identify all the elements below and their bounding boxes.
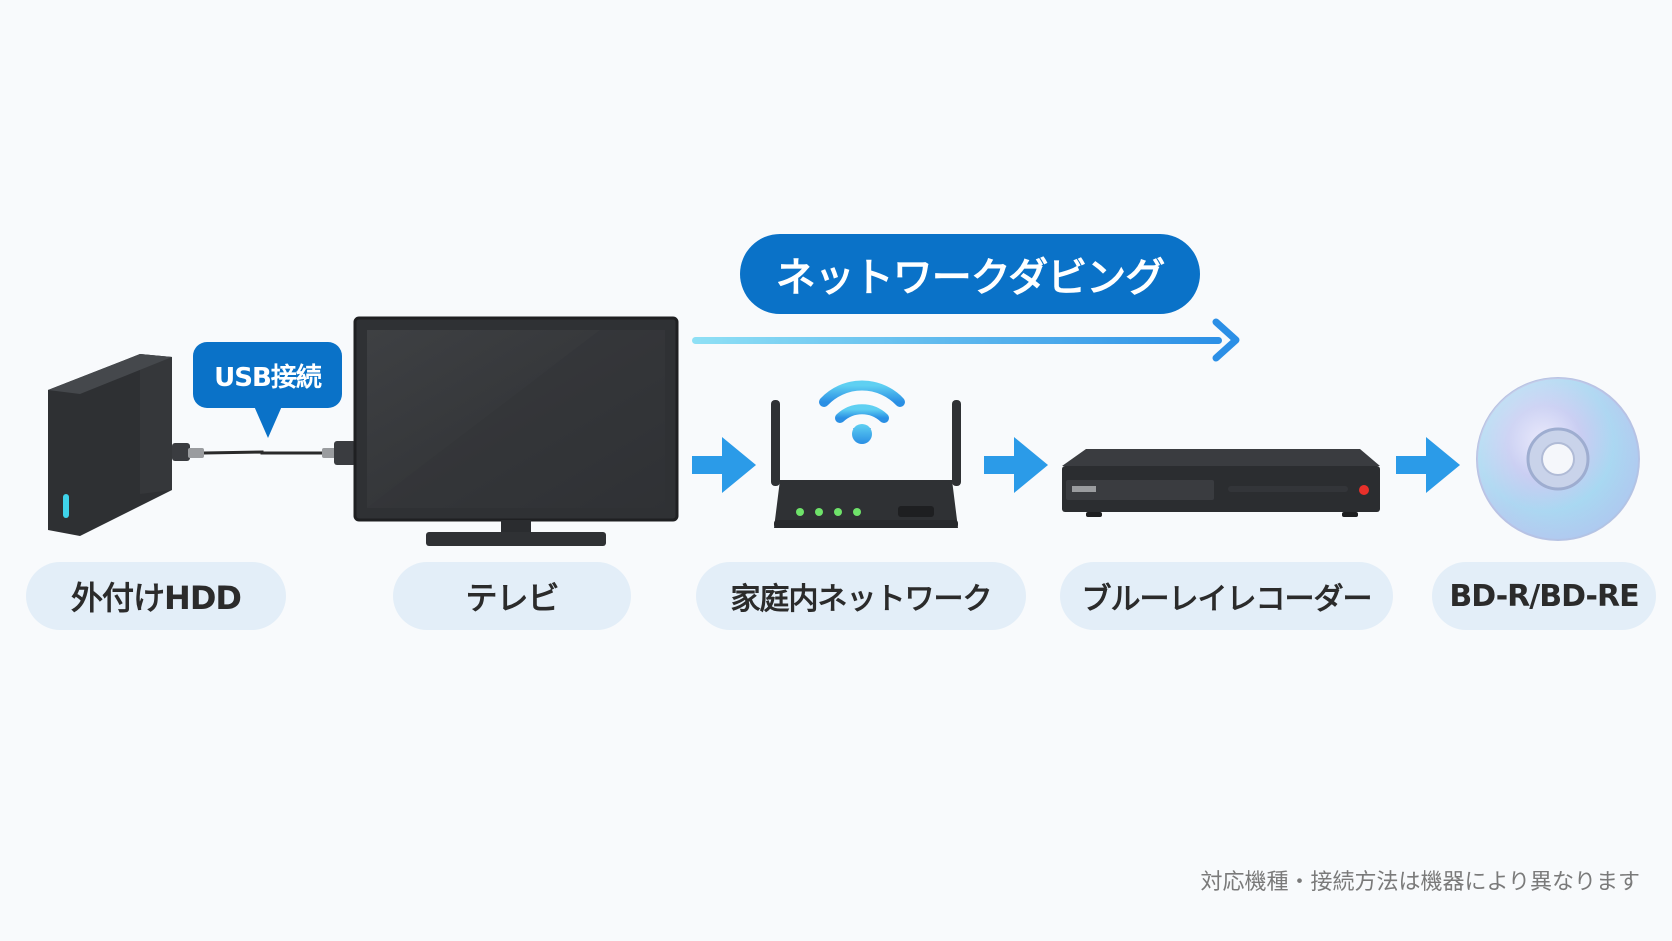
wifi-router-icon <box>771 380 961 528</box>
label-bd-disc: BD-R/BD-RE <box>1432 562 1656 630</box>
label-tv: テレビ <box>393 562 631 630</box>
flow-arrow-tv-to-network <box>692 437 756 493</box>
external-hdd-icon <box>48 354 172 536</box>
label-bluray-recorder: ブルーレイレコーダー <box>1060 562 1393 630</box>
usb-connection-bubble: USB接続 <box>193 342 342 408</box>
label-home-network: 家庭内ネットワーク <box>696 562 1026 630</box>
label-external-hdd: 外付けHDD <box>26 562 286 630</box>
compatibility-note: 対応機種・接続方法は機器により異なります <box>1200 870 1640 895</box>
flow-arrow-network-to-recorder <box>984 437 1048 493</box>
dubbing-arrow <box>692 318 1240 362</box>
flow-arrow-recorder-to-disc <box>1396 437 1460 493</box>
television-icon <box>353 316 679 546</box>
optical-disc-icon <box>1476 377 1640 541</box>
network-dubbing-banner: ネットワークダビング <box>740 234 1200 314</box>
bluray-recorder-icon <box>1062 449 1380 517</box>
usb-bubble-tail <box>254 406 282 438</box>
usb-cable <box>172 441 356 465</box>
